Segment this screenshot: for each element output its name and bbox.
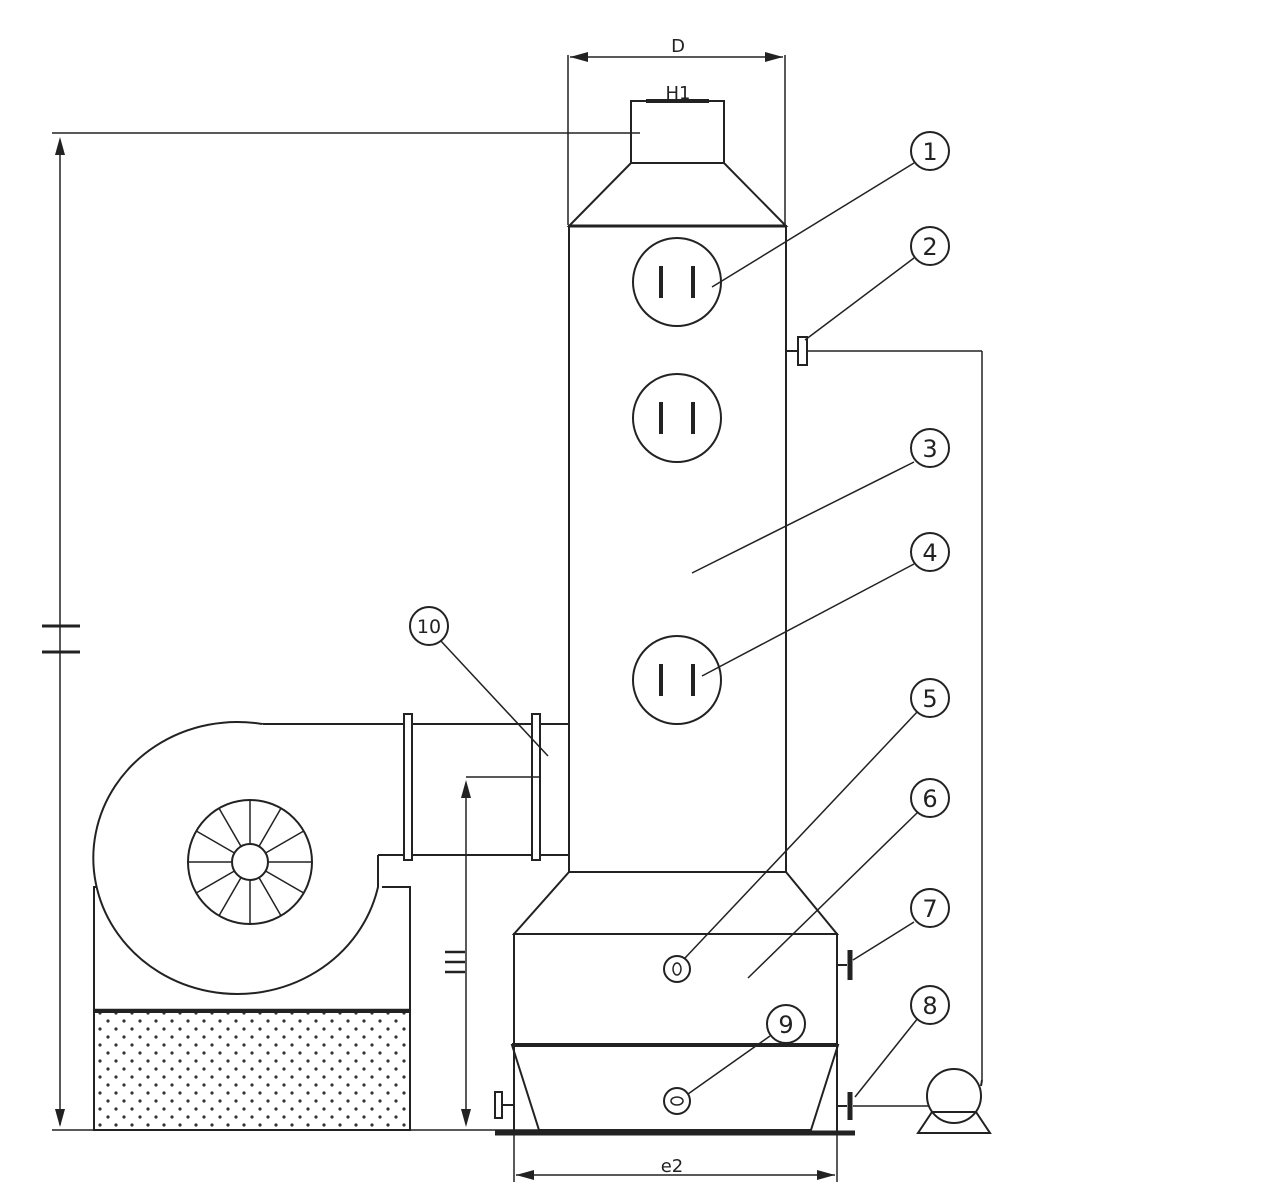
svg-text:6: 6 (922, 785, 937, 813)
pump-suction-nozzle (837, 1092, 928, 1120)
top-cone (566, 162, 789, 227)
svg-text:1: 1 (922, 138, 937, 166)
port-9 (663, 1087, 691, 1115)
port-5 (663, 955, 691, 983)
callout-1: 1 (910, 131, 950, 171)
tank-width-dimension (513, 1135, 838, 1182)
callout-5: 5 (910, 678, 950, 718)
top-width-label: D (671, 36, 685, 57)
svg-text:8: 8 (922, 992, 937, 1020)
bottom-cone (511, 871, 840, 935)
callout-3: 3 (910, 428, 950, 468)
callout-9: 9 (766, 1004, 806, 1044)
inspection-window-bottom (632, 635, 722, 725)
inspection-window-top (632, 237, 722, 327)
tank-basin (510, 1044, 840, 1131)
outlet-duct (630, 99, 725, 164)
overflow-nozzle (837, 950, 853, 980)
svg-text:3: 3 (922, 435, 937, 463)
svg-text:10: 10 (417, 616, 441, 638)
spray-inlet-nozzle (786, 336, 982, 366)
inspection-window-middle (632, 373, 722, 463)
overall-height-dimension (42, 132, 640, 1131)
callout-10: 10 (409, 606, 449, 646)
leader-lines (439, 162, 919, 1098)
centrifugal-fan (92, 721, 379, 995)
drain-nozzle (494, 1091, 514, 1119)
callout-6: 6 (910, 778, 950, 818)
svg-text:4: 4 (922, 539, 937, 567)
circulation-pump (916, 1068, 992, 1134)
tank-width-label: e2 (661, 1156, 684, 1177)
svg-text:9: 9 (778, 1011, 793, 1039)
column-body (568, 225, 787, 873)
inlet-height-dimension (445, 776, 540, 1127)
fan-base (93, 886, 411, 1131)
outlet-width-label: H1 (666, 83, 691, 104)
svg-text:5: 5 (922, 685, 937, 713)
top-width-dimension (567, 52, 786, 225)
callout-7: 7 (910, 888, 950, 928)
callout-4: 4 (910, 532, 950, 572)
callout-2: 2 (910, 226, 950, 266)
svg-text:7: 7 (922, 895, 937, 923)
svg-text:2: 2 (922, 233, 937, 261)
callout-8: 8 (910, 985, 950, 1025)
